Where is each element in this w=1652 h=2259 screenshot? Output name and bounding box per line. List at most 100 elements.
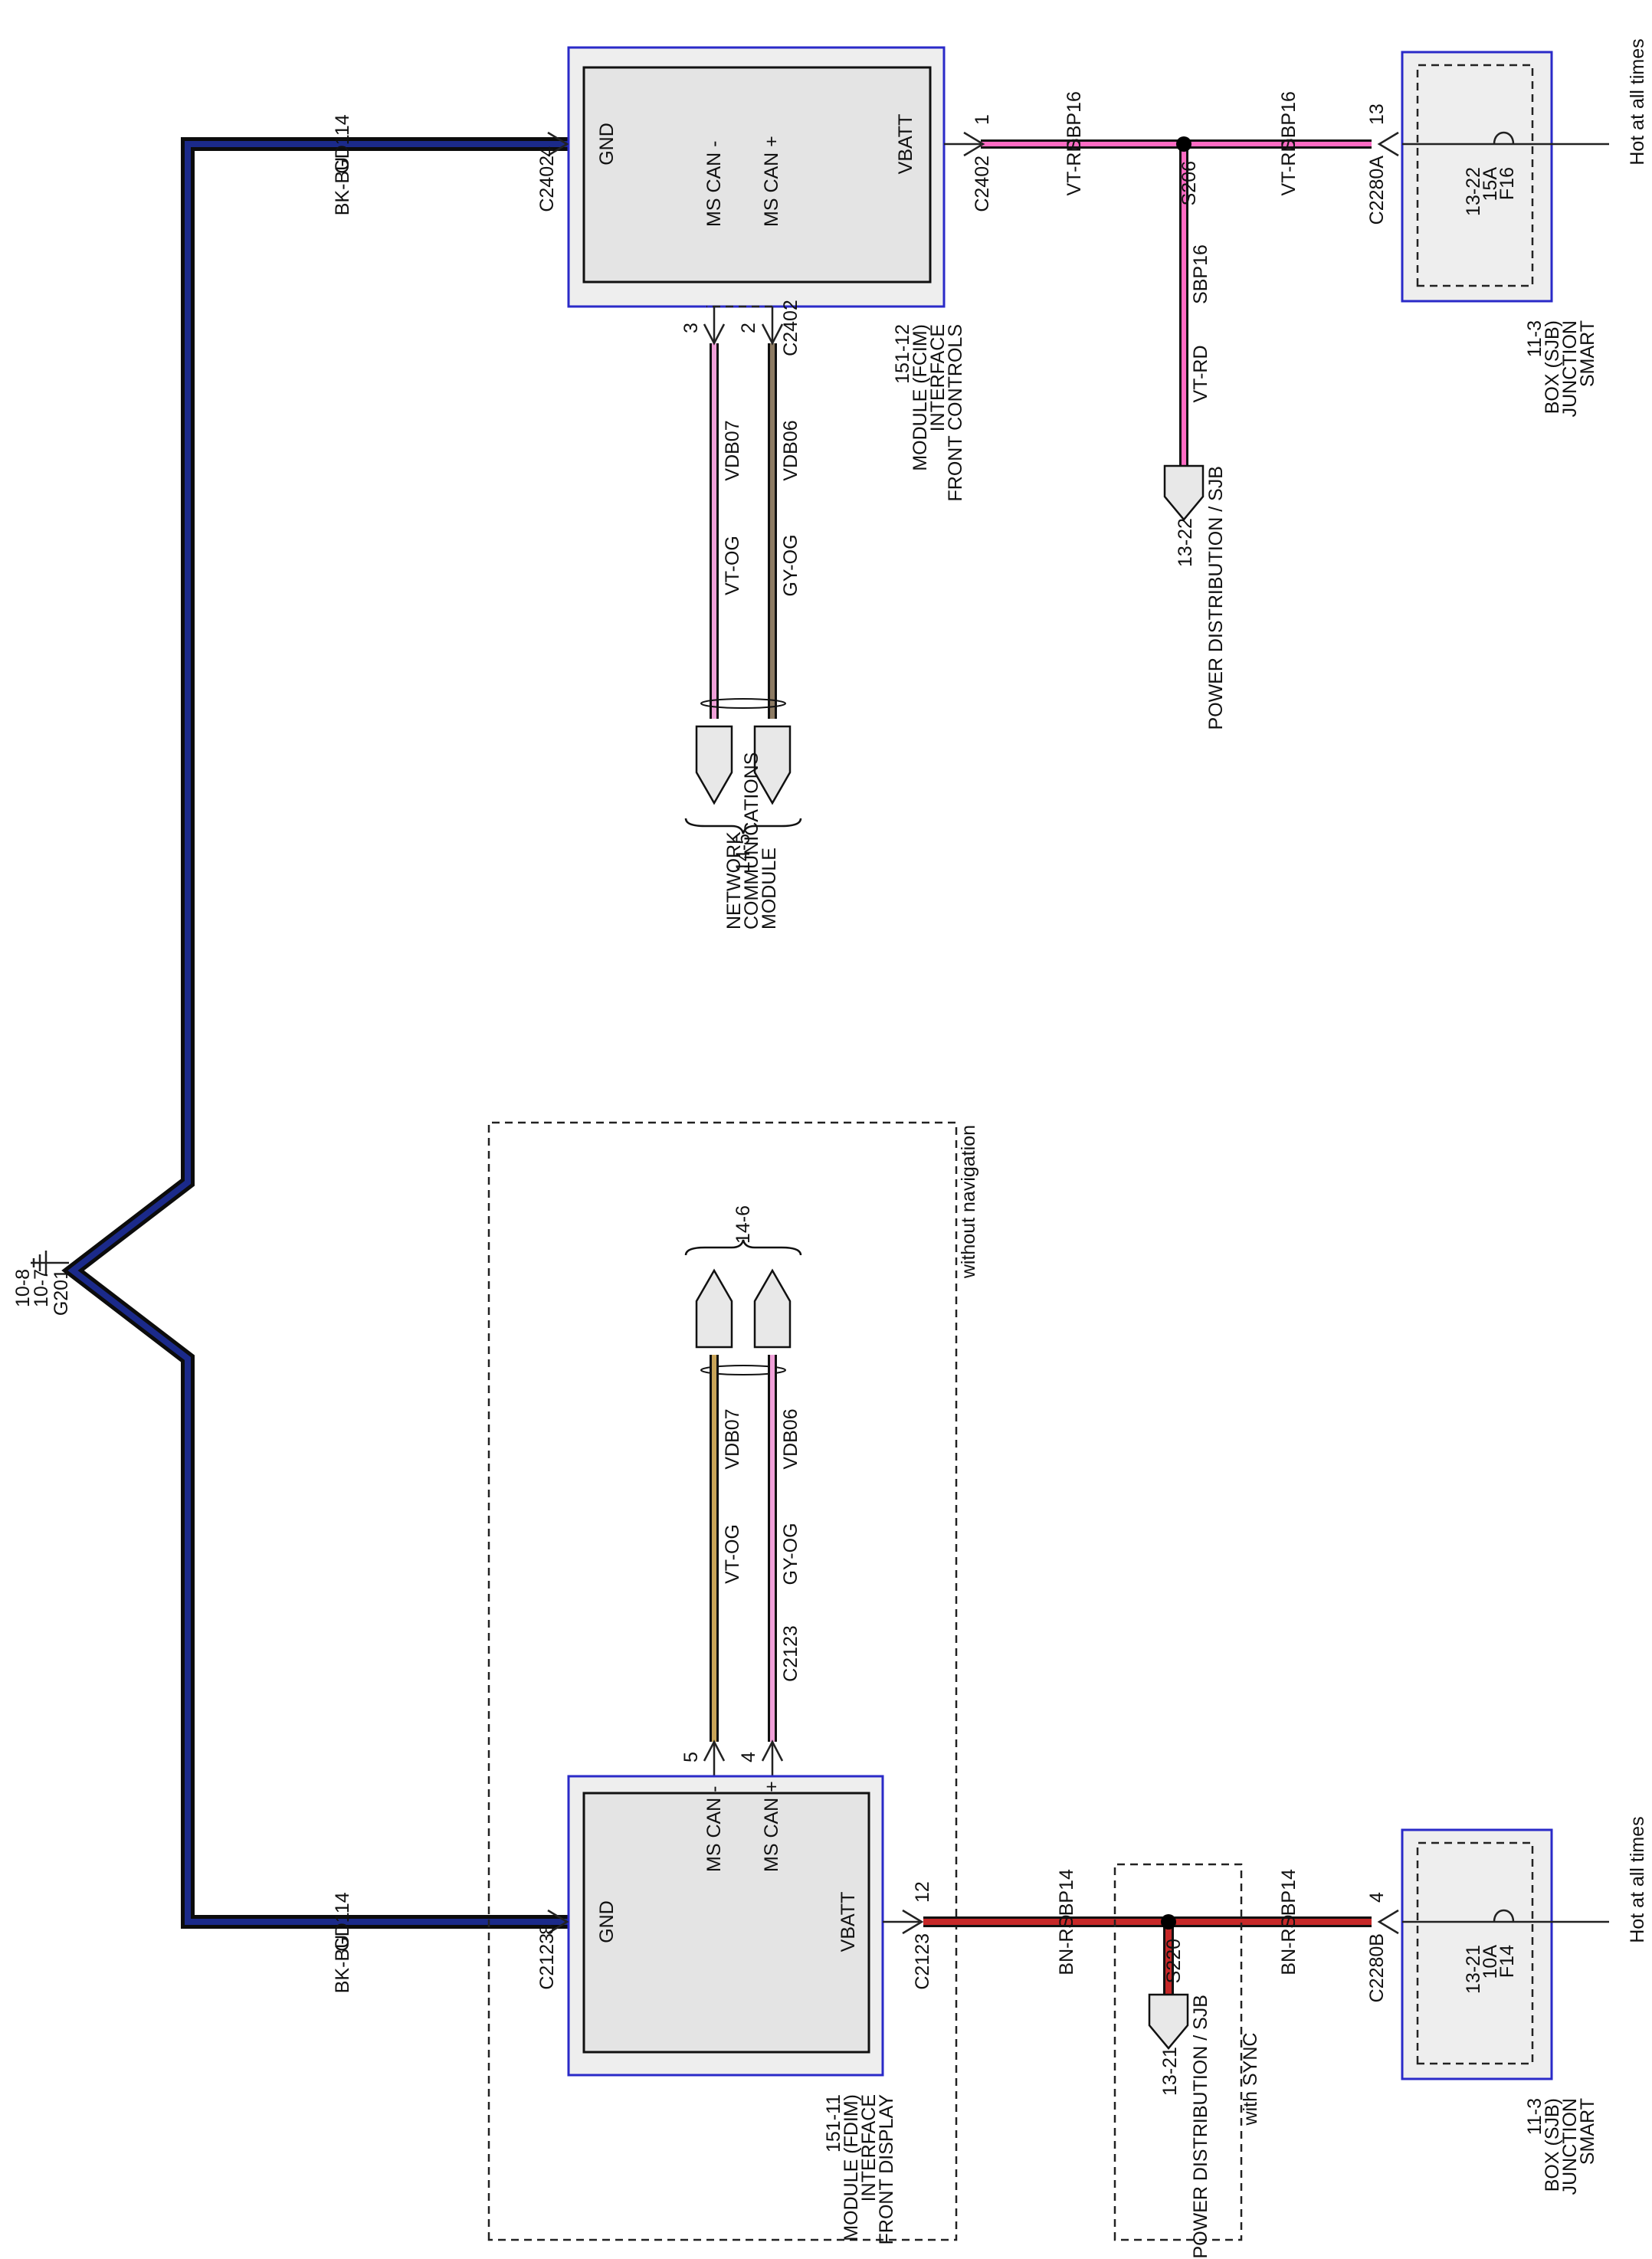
sjb-bottom-name-3: BOX (SJB) [1542, 2098, 1563, 2192]
fcim-pin-vbatt: VBATT [895, 114, 916, 175]
sjb-bottom-name-4: 11-3 [1524, 2098, 1545, 2135]
fdim-name-2: INTERFACE [858, 2094, 880, 2202]
fcim-vbatt-arrow-icon [963, 131, 985, 157]
fcim-can-plus-arrow-icon [761, 323, 784, 346]
network-label-1: MODULE [759, 848, 780, 930]
fdim-name-3: MODULE (FDIM) [841, 2094, 862, 2241]
fdim-network-connector-plus-icon [753, 1268, 792, 1349]
fuse-f16-icon [1493, 131, 1515, 145]
fcim-gnd-connector: C2402 [536, 156, 558, 212]
sync-variant-note: with SYNC [1240, 2033, 1261, 2126]
fcim-can-minus-arrow-icon [703, 323, 726, 346]
network-ref-bottom: 14-6 [733, 1205, 754, 1244]
sjb-top-c2280a-arrow-icon [1377, 131, 1399, 157]
gd114-top-circuit: GD114 [332, 114, 353, 173]
ground-symbol-icon [31, 1251, 69, 1275]
fcim-name-1: FRONT CONTROLS [945, 324, 966, 502]
sjb-bottom-name-2: JUNCTION [1559, 2098, 1581, 2195]
fcim-module [567, 46, 946, 308]
power-dist-bottom-ref: 13-21 [1159, 2047, 1181, 2096]
fcim-network-brace-icon [684, 818, 802, 834]
ground-ref-1: 10-7 [31, 1269, 52, 1307]
sjb-top-name-2: JUNCTION [1559, 320, 1581, 417]
sjb-top-hot-label: Hot at all times [1627, 38, 1648, 165]
sync-variant-box [1113, 1863, 1243, 2241]
fdim-can-connector: C2123 [780, 1625, 801, 1682]
splice-s220-dot-icon [1161, 1914, 1176, 1929]
fcim-network-connector-minus-icon [695, 725, 733, 805]
fcim-twist-icon [700, 698, 786, 709]
network-label-3: NETWORK [723, 831, 745, 930]
fuse-f14-id: F14 [1496, 1945, 1518, 1978]
sjb-top-box [1401, 51, 1553, 303]
fdim-vbatt-connector: C2123 [912, 1933, 933, 1990]
fdim-can-minus-pin-num: 5 [680, 1752, 702, 1762]
fuse-f16-ref: 13-22 [1463, 167, 1484, 216]
sjb-top-connector: C2280A [1366, 156, 1388, 225]
power-dist-bottom-label: POWER DISTRIBUTION / SJB [1190, 1995, 1211, 2258]
sjb-bottom-connector: C2280B [1366, 1933, 1388, 2002]
fcim-can-minus-pin-num: 3 [680, 323, 702, 333]
fdim-name-4: 151-11 [823, 2094, 844, 2152]
fdim-pin-can-minus: MS CAN - [703, 1786, 725, 1873]
vdb06-fdim-color: GY-OG [780, 1523, 801, 1585]
fdim-vbatt-arrow-icon [902, 1909, 924, 1935]
fdim-module [567, 1775, 884, 2077]
fcim-name-4: 151-12 [892, 324, 913, 384]
sbp16-fuse-color: VT-RD [1278, 139, 1300, 196]
gd114-bottom-color: BK-BU [332, 1935, 353, 1993]
fcim-can-connector: C2402 [780, 300, 801, 356]
vdb07-fdim-color: VT-OG [722, 1524, 743, 1584]
network-ref-top: 14-5 [733, 834, 754, 872]
fdim-gnd-pin-num: 8 [536, 1924, 558, 1935]
sbp16-module-color: VT-RD [1064, 139, 1085, 196]
fdim-twist-icon [700, 1365, 786, 1375]
fdim-gnd-connector: C2123 [536, 1933, 558, 1990]
ground-wire [61, 137, 569, 1929]
fdim-network-connector-minus-icon [695, 1268, 733, 1349]
fdim-can-plus-pin-num: 4 [738, 1752, 759, 1762]
sbp14-module-circuit: SBP14 [1056, 1869, 1077, 1929]
vdb07-fdim-circuit: VDB07 [722, 1408, 743, 1469]
fdim-name-1: FRONT DISPLAY [876, 2094, 897, 2245]
sbp16-branch-circuit: SBP16 [1190, 244, 1211, 304]
sjb-bottom-c2280b-arrow-icon [1377, 1909, 1399, 1935]
power-dist-top-connector-icon [1163, 464, 1205, 521]
fdim-gnd-arrow-icon [547, 1909, 569, 1935]
power-dist-top-label: POWER DISTRIBUTION / SJB [1205, 466, 1227, 730]
sbp16-fuse-circuit: SBP16 [1278, 91, 1300, 151]
sjb-top-name-1: SMART [1577, 320, 1598, 387]
sbp16-module-circuit: SBP16 [1064, 91, 1085, 151]
power-dist-bottom-connector-icon [1148, 1993, 1189, 2050]
fcim-vbatt-pin-num: 1 [972, 114, 993, 125]
splice-s206-dot-icon [1176, 136, 1191, 152]
fcim-vbatt-connector: C2402 [972, 156, 993, 212]
fuse-f14-icon [1493, 1909, 1515, 1923]
fuse-f14-ref: 13-21 [1463, 1945, 1484, 1994]
fcim-pin-gnd: GND [596, 123, 618, 166]
sjb-top-name-4: 11-3 [1524, 320, 1545, 357]
vdb06-fcim-circuit: VDB06 [780, 420, 801, 480]
sjb-bottom-hot-label: Hot at all times [1627, 1816, 1648, 1943]
fdim-pin-gnd: GND [596, 1900, 618, 1943]
fcim-gnd-arrow-icon [547, 131, 569, 157]
fcim-name-3: MODULE (FCIM) [910, 324, 931, 471]
fcim-pin-can-plus: MS CAN + [761, 136, 782, 227]
fuse-f16-id: F16 [1496, 167, 1518, 200]
sbp14-fuse-circuit: SBP14 [1278, 1869, 1300, 1929]
ground-id: G201 [51, 1269, 72, 1316]
ground-ref-2: 10-8 [12, 1269, 34, 1307]
fdim-pin-vbatt: VBATT [837, 1892, 859, 1952]
sjb-bottom-pin: 4 [1366, 1892, 1388, 1903]
network-label-2: COMMUNICATIONS [741, 752, 762, 930]
gd114-bottom-circuit: GD114 [332, 1892, 353, 1951]
vdb06-fcim-color: GY-OG [780, 534, 801, 596]
vdb07-fcim-circuit: VDB07 [722, 420, 743, 480]
sbp14-module-color: BN-RD [1056, 1914, 1077, 1975]
sjb-bottom-box [1401, 1828, 1553, 2080]
gd114-top-color: BK-BU [332, 157, 353, 215]
sjb-top-name-3: BOX (SJB) [1542, 320, 1563, 414]
splice-s206: S206 [1178, 161, 1200, 205]
vdb07-fcim-color: VT-OG [722, 536, 743, 595]
fdim-vbatt-pin-num: 12 [912, 1881, 933, 1903]
